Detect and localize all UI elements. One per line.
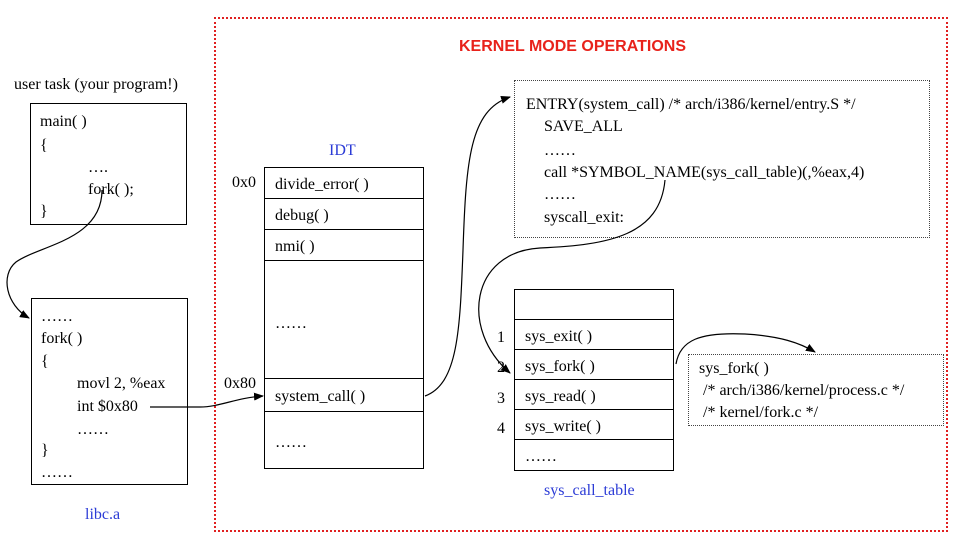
- idt-entry: system_call( ): [265, 379, 423, 412]
- sys-fork-def-line: sys_fork( ): [699, 360, 769, 377]
- sys-call-entry-label: sys_write( ): [525, 418, 601, 435]
- sys-call-index: 1: [497, 329, 505, 346]
- libc-code-line: int $0x80: [77, 398, 138, 415]
- sys-call-table-row: sys_exit( ): [515, 320, 673, 350]
- arrow-call-to-sys-call-table: [478, 179, 666, 374]
- libc-label: libc.a: [85, 506, 121, 523]
- libc-code-line: fork( ): [41, 330, 83, 347]
- libc-code-line: {: [41, 353, 49, 370]
- user-task-box: main( ) { …. fork( ); }: [30, 103, 187, 225]
- entry-code-line: SAVE_ALL: [544, 118, 623, 135]
- arrow-fork-call-to-libc: [6, 189, 103, 319]
- entry-code-line: call *SYMBOL_NAME(sys_call_table)(,%eax,…: [544, 164, 865, 181]
- idt-entry: debug( ): [265, 199, 423, 230]
- idt-address-80: 0x80: [224, 375, 256, 392]
- arrow-sys-fork-to-definition: [675, 333, 816, 365]
- idt-entry: nmi( ): [265, 230, 423, 261]
- idt-entry: ……: [265, 261, 423, 379]
- libc-code-line: movl 2, %eax: [77, 375, 166, 392]
- sys-call-entry-label: sys_fork( ): [525, 358, 595, 375]
- idt-label: IDT: [329, 142, 356, 159]
- user-code-line: fork( );: [88, 181, 134, 198]
- idt-entry-label: divide_error( ): [275, 176, 369, 193]
- sys-fork-def-line: /* arch/i386/kernel/process.c */: [703, 382, 905, 399]
- arrow-int80-to-idt: [150, 392, 264, 408]
- libc-code-line: }: [41, 442, 49, 459]
- user-code-line: {: [40, 137, 48, 154]
- sys-call-entry-label: sys_read( ): [525, 388, 596, 405]
- libc-code-line: ……: [41, 464, 73, 481]
- idt-entry-label: debug( ): [275, 207, 329, 224]
- idt-entry: ……: [265, 412, 423, 468]
- entry-code-line: ENTRY(system_call) /* arch/i386/kernel/e…: [526, 96, 856, 113]
- entry-system-call-box: ENTRY(system_call) /* arch/i386/kernel/e…: [514, 80, 930, 238]
- idt-entry: divide_error( ): [265, 168, 423, 199]
- sys-call-table-row: sys_read( ): [515, 380, 673, 410]
- entry-code-line: syscall_exit:: [544, 209, 624, 226]
- idt-entry-label: ……: [275, 315, 307, 332]
- libc-code-line: ……: [41, 308, 73, 325]
- sys-call-table: sys_exit( ) sys_fork( ) sys_read( ) sys_…: [514, 289, 674, 471]
- sys-call-index: 4: [497, 420, 505, 437]
- sys-call-table-row: sys_fork( ): [515, 350, 673, 380]
- idt-table: divide_error( ) debug( ) nmi( ) …… syste…: [264, 167, 424, 469]
- entry-code-line: ……: [544, 142, 576, 159]
- user-code-line: main( ): [40, 113, 87, 130]
- kernel-mode-frame: [214, 17, 948, 532]
- sys-call-table-row: [515, 290, 673, 320]
- sys-call-entry-label: ……: [525, 448, 557, 465]
- arrow-system-call-to-entry: [424, 95, 511, 397]
- sys-call-table-row: sys_write( ): [515, 410, 673, 440]
- libc-code-line: ……: [77, 421, 109, 438]
- idt-entry-label: nmi( ): [275, 238, 315, 255]
- user-task-heading: user task (your program!): [14, 76, 178, 93]
- idt-address-0: 0x0: [232, 174, 256, 191]
- libc-box: …… fork( ) { movl 2, %eax int $0x80 …… }…: [31, 298, 188, 485]
- kernel-mode-title: KERNEL MODE OPERATIONS: [459, 38, 686, 55]
- user-code-line: }: [40, 203, 48, 220]
- idt-entry-label: ……: [275, 434, 307, 451]
- sys-fork-def-line: /* kernel/fork.c */: [703, 404, 819, 421]
- entry-code-line: ……: [544, 186, 576, 203]
- user-code-line: ….: [88, 159, 108, 176]
- idt-entry-label: system_call( ): [275, 388, 366, 405]
- sys-fork-definition-box: sys_fork( ) /* arch/i386/kernel/process.…: [688, 354, 944, 426]
- sys-call-table-label: sys_call_table: [544, 482, 635, 499]
- sys-call-index: 3: [497, 390, 505, 407]
- sys-call-entry-label: sys_exit( ): [525, 328, 593, 345]
- sys-call-table-row: ……: [515, 440, 673, 470]
